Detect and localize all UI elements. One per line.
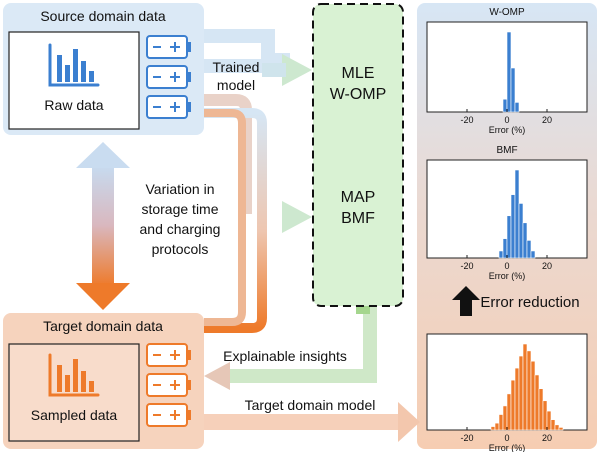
histogram-bar bbox=[514, 169, 520, 259]
histogram-bar bbox=[518, 355, 524, 431]
histogram-bar bbox=[502, 98, 508, 113]
battery-icon bbox=[146, 95, 191, 119]
histogram-bar bbox=[518, 203, 524, 259]
target-domain-model-arrow bbox=[204, 402, 420, 442]
histogram-bar bbox=[550, 419, 556, 431]
histogram-title: BMF bbox=[496, 145, 517, 156]
histogram-bar bbox=[530, 250, 536, 259]
bend-arrow-target-inner bbox=[204, 109, 246, 326]
histogram-bar bbox=[530, 360, 536, 431]
histogram-tick-label: -20 bbox=[460, 433, 473, 443]
histogram-title: W-OMP bbox=[489, 7, 525, 18]
histogram-tick-label: 0 bbox=[504, 433, 509, 443]
histogram-bar bbox=[526, 350, 532, 431]
model-womp-label: W-OMP bbox=[330, 86, 387, 103]
histogram-bar bbox=[514, 102, 520, 113]
battery-icon bbox=[146, 343, 191, 367]
histogram-xlabel: Error (%) bbox=[489, 271, 526, 281]
explainable-insights-arrow bbox=[204, 300, 377, 390]
histogram-bar bbox=[538, 388, 544, 431]
bar-chart-icon bbox=[48, 43, 100, 87]
battery-icon bbox=[146, 65, 191, 89]
error-reduction-label: Error reduction bbox=[480, 294, 579, 311]
trained-model-label-2: model bbox=[217, 77, 255, 93]
histogram-bar bbox=[522, 222, 528, 259]
histogram-bar bbox=[522, 343, 528, 431]
histogram-bar bbox=[502, 405, 508, 431]
model-map-label: MAP bbox=[341, 189, 376, 206]
histogram-bar bbox=[554, 424, 560, 431]
histogram-bar bbox=[510, 194, 516, 259]
histogram-bar bbox=[506, 31, 512, 113]
histogram-bar bbox=[498, 414, 504, 431]
histogram-tick-label: -20 bbox=[460, 115, 473, 125]
histogram-bar bbox=[490, 426, 496, 431]
variation-label-3: and charging bbox=[140, 221, 221, 237]
histogram-tick-label: -20 bbox=[460, 261, 473, 271]
model-box bbox=[312, 3, 404, 307]
model-mle-label: MLE bbox=[342, 65, 375, 82]
histogram-bar bbox=[502, 238, 508, 259]
model-bmf-label: BMF bbox=[341, 210, 375, 227]
middle-model-arrowhead bbox=[282, 201, 312, 233]
raw-data-label: Raw data bbox=[44, 97, 103, 113]
battery-icon bbox=[146, 403, 191, 427]
target-domain-model-label: Target domain model bbox=[245, 397, 376, 413]
histogram-bar bbox=[510, 67, 516, 113]
histogram-xlabel: Error (%) bbox=[489, 443, 526, 452]
histogram-bar bbox=[534, 374, 540, 431]
trained-model-arrow bbox=[204, 29, 312, 86]
error-reduction-arrow-icon bbox=[452, 286, 480, 316]
variation-label-4: protocols bbox=[152, 241, 209, 257]
histogram-tick-label: 20 bbox=[542, 433, 552, 443]
histogram-bar bbox=[546, 410, 552, 431]
histogram-bar bbox=[514, 367, 520, 431]
trained-model-label-1: Trained bbox=[213, 59, 260, 75]
battery-icon bbox=[146, 35, 191, 59]
histogram-bar bbox=[494, 422, 500, 431]
explainable-insights-label: Explainable insights bbox=[223, 348, 347, 364]
sampled-data-label: Sampled data bbox=[31, 407, 118, 423]
histogram-bar bbox=[542, 400, 548, 431]
source-domain-panel: Source domain data Raw data bbox=[3, 3, 204, 135]
histogram-tick-label: 0 bbox=[504, 115, 509, 125]
histogram-bar bbox=[506, 393, 512, 431]
histogram-tick-label: 20 bbox=[542, 261, 552, 271]
target-domain-panel: Target domain data Sampled data bbox=[3, 313, 204, 449]
bend-arrow-target bbox=[204, 108, 267, 333]
histogram-tick-label: 0 bbox=[504, 261, 509, 271]
variation-label-2: storage time bbox=[141, 201, 218, 217]
histogram-xlabel: Error (%) bbox=[489, 125, 526, 135]
histogram-bar bbox=[498, 250, 504, 259]
target-domain-title: Target domain data bbox=[43, 318, 163, 334]
variation-arrow bbox=[76, 142, 130, 310]
histogram-bar bbox=[510, 379, 516, 431]
sampled-data-box bbox=[8, 343, 140, 442]
source-domain-title: Source domain data bbox=[40, 8, 166, 24]
battery-icon bbox=[146, 373, 191, 397]
bar-chart-icon bbox=[48, 353, 100, 397]
histogram-bar bbox=[506, 215, 512, 259]
variation-label-1: Variation in bbox=[145, 181, 214, 197]
histogram-tick-label: 20 bbox=[542, 115, 552, 125]
histogram-bar bbox=[558, 427, 564, 431]
histogram-bar bbox=[526, 240, 532, 259]
